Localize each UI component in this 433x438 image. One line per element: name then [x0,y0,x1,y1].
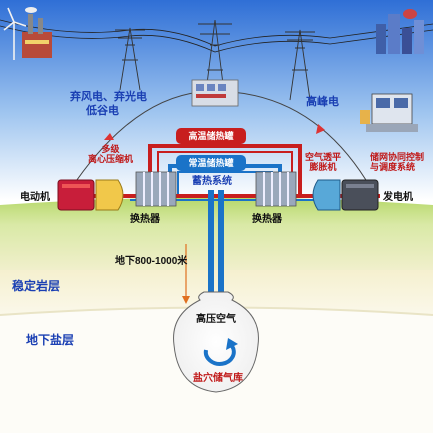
abandoned-power-label: 弃风电、弃光电 [70,91,147,103]
heat-exchanger-right-label: 换热器 [252,214,282,225]
high-temp-tank [176,128,246,144]
power-lines [0,19,433,53]
power-plant-icon [22,7,52,58]
salt-cavern [173,291,259,393]
city-icon [376,9,424,54]
stable-rock-label: 稳定岩层 [12,279,61,293]
substation-icon [191,79,239,107]
high-temp-tank-label: 高温储热罐 [188,131,234,141]
generator-icon [341,179,379,211]
normal-temp-tank [176,155,246,171]
peak-power-label: 高峰电 [306,96,339,108]
normal-temp-tank-label: 常温储热罐 [188,158,234,168]
circulation-arrowhead [226,338,238,350]
depth-label: 地下800-1000米 [115,256,188,267]
motor-icon [57,179,95,211]
arc-arrow-right [316,124,325,134]
expander-icon [312,179,341,211]
control-system-label: 储网协同控制 与调度系统 [370,152,425,173]
air-shaft [208,190,224,312]
compressor-label: 多级 离心压缩机 [88,144,134,165]
control-room-icon [360,93,418,132]
air-circulation-arrow [203,344,236,366]
valley-power-label: 低谷电 [86,105,119,117]
compressor-icon [95,179,124,211]
wind-turbine-icon [3,7,27,60]
salt-cavern-label: 盐穴储气库 [193,373,243,384]
high-pressure-air-label: 高压空气 [196,314,236,325]
motor-label: 电动机 [20,192,50,203]
pylons [115,19,315,101]
heat-exchanger-right-icon [255,171,297,207]
ground-surface [0,197,433,275]
depth-arrow [182,244,190,304]
discharge-arc [231,91,373,191]
salt-layer-label: 地下盐层 [26,333,75,347]
heat-storage-system-label: 蓄热系统 [192,176,232,187]
arc-arrow-left [104,133,114,140]
expander-label: 空气透平 膨胀机 [305,152,342,173]
charge-arc [69,91,201,191]
heat-exchanger-left-label: 换热器 [130,214,160,225]
heat-exchanger-left-icon [135,171,177,207]
generator-label: 发电机 [383,192,413,203]
